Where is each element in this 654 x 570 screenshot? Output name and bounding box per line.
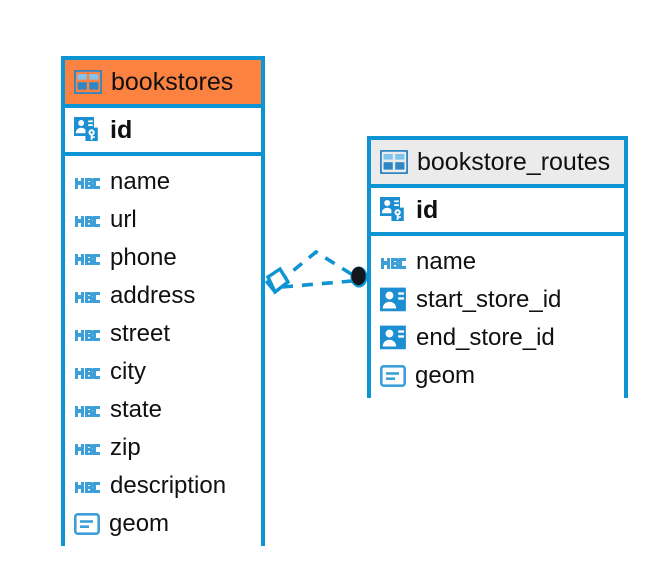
reference-card-icon (380, 287, 406, 312)
entity-bookstores-title: bookstores (111, 67, 234, 96)
field-label: description (110, 472, 227, 499)
field-label: state (110, 396, 163, 423)
entity-bookstore-routes-header[interactable]: bookstore_routes (371, 140, 624, 188)
field-label: geom (415, 362, 476, 389)
abc-text-icon (75, 177, 100, 189)
entity-bookstore-routes-primary-key-label: id (416, 195, 439, 224)
entity-bookstores-primary-key-row[interactable]: id (65, 108, 261, 156)
field-row[interactable]: geom (65, 505, 261, 543)
reference-card-icon (380, 325, 406, 350)
geometry-icon (380, 365, 406, 387)
field-row[interactable]: city (65, 353, 261, 391)
abc-text-icon (75, 215, 100, 227)
diamond-endpoint[interactable] (264, 266, 291, 295)
field-row[interactable]: name (65, 163, 261, 201)
table-icon (380, 150, 408, 174)
key-identity-icon (74, 117, 98, 141)
field-row[interactable]: name (371, 243, 624, 281)
abc-text-icon (75, 253, 100, 265)
entity-bookstores[interactable]: bookstores id (61, 56, 265, 551)
field-label: street (110, 320, 171, 347)
field-label: address (110, 282, 196, 309)
entity-bookstore-routes-primary-key-row[interactable]: id (371, 188, 624, 236)
abc-text-icon (75, 481, 100, 493)
field-row[interactable]: address (65, 277, 261, 315)
field-label: phone (110, 244, 177, 271)
field-label: name (110, 168, 171, 195)
field-label: zip (110, 434, 141, 461)
field-row[interactable]: state (65, 391, 261, 429)
relationship-line-lower (281, 279, 353, 289)
abc-text-icon (75, 329, 100, 341)
field-row[interactable]: description (65, 467, 261, 505)
entity-bookstores-field-list: name url phone (65, 156, 261, 551)
field-row[interactable]: street (65, 315, 261, 353)
abc-text-icon (75, 367, 100, 379)
abc-text-icon (75, 443, 100, 455)
field-row[interactable]: zip (65, 429, 261, 467)
filled-circle-endpoint[interactable] (350, 266, 368, 288)
field-label: end_store_id (416, 324, 555, 351)
field-label: url (110, 206, 137, 233)
relationship-line-upper (276, 249, 357, 285)
abc-text-icon (75, 291, 100, 303)
field-row[interactable]: start_store_id (371, 281, 624, 319)
field-row[interactable]: end_store_id (371, 319, 624, 357)
field-row[interactable]: url (65, 201, 261, 239)
entity-bookstores-header[interactable]: bookstores (65, 60, 261, 108)
key-identity-icon (380, 197, 404, 221)
table-icon (74, 70, 102, 94)
abc-text-icon (75, 405, 100, 417)
geometry-icon (74, 513, 100, 535)
field-row[interactable]: geom (371, 357, 624, 395)
entity-bookstores-primary-key-label: id (110, 115, 133, 144)
entity-bookstore-routes[interactable]: bookstore_routes id (367, 136, 628, 403)
field-label: start_store_id (416, 286, 562, 313)
entity-bookstore-routes-title: bookstore_routes (417, 147, 611, 176)
abc-text-icon (381, 257, 406, 269)
field-label: city (110, 358, 146, 385)
field-row[interactable]: phone (65, 239, 261, 277)
entity-bookstore-routes-field-list: name start_store_id (371, 236, 624, 403)
field-label: geom (109, 510, 170, 537)
field-label: name (416, 248, 477, 275)
